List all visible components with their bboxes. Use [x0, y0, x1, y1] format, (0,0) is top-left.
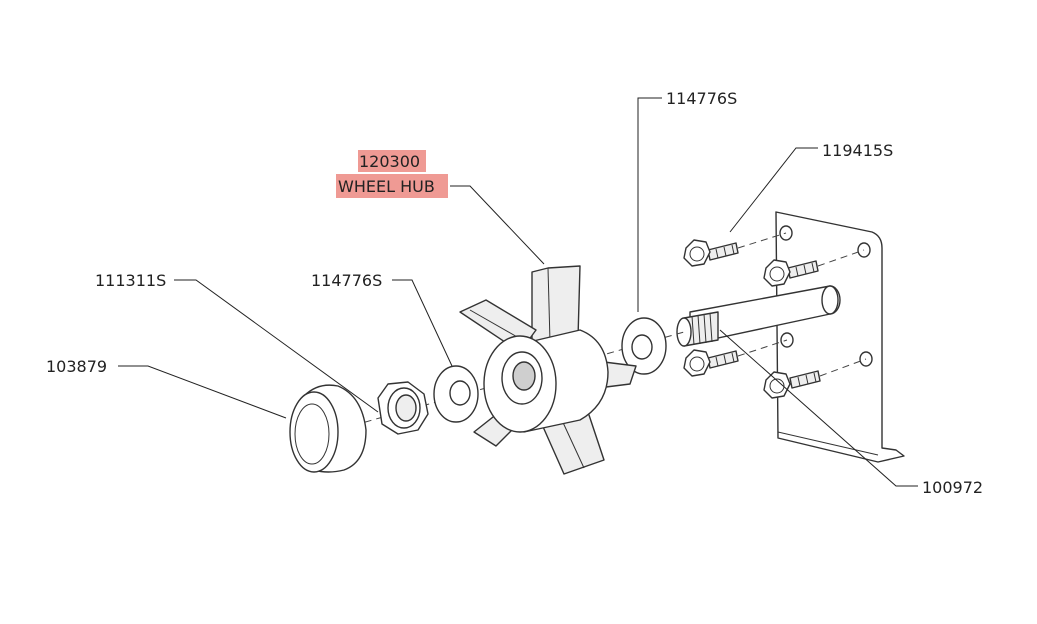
bolt-centerline — [817, 249, 865, 267]
washer-front-part — [433, 365, 479, 423]
washer-rear-part-number: 114776S — [666, 89, 737, 108]
dust-cap-part — [289, 384, 367, 473]
bolt-lower-right — [763, 370, 821, 399]
axle-plate-part-number: 100972 — [922, 478, 983, 497]
bolt-upper-left — [683, 239, 739, 267]
leader-cap — [118, 365, 287, 419]
locknut-part — [377, 381, 429, 435]
leader-bolt — [729, 147, 818, 233]
leader-locknut — [174, 279, 379, 413]
bolt-centerline — [819, 358, 867, 377]
hub-part-number: 120300 — [359, 152, 420, 171]
bolt-upper-right — [763, 259, 819, 287]
leader-washer-front — [392, 279, 453, 367]
bolt-lower-left — [683, 349, 739, 377]
bolt-part-number: 119415S — [822, 141, 893, 160]
cap-part-number: 103879 — [46, 357, 107, 376]
locknut-part-number: 111311S — [95, 271, 166, 290]
hub-name-highlight — [336, 174, 448, 198]
bolt-centerline — [737, 339, 788, 357]
axle-plate-part — [676, 211, 905, 463]
bolt-centerline — [737, 232, 787, 249]
wheel-hub-part — [459, 265, 637, 475]
hub-number-highlight — [358, 150, 426, 172]
hub-part-name: WHEEL HUB — [338, 177, 435, 196]
washer-front-part-number: 114776S — [311, 271, 382, 290]
washer-rear-part — [621, 317, 667, 375]
leader-axle-plate — [719, 329, 918, 487]
leader-hub — [450, 185, 545, 265]
leader-washer-rear — [637, 97, 662, 312]
